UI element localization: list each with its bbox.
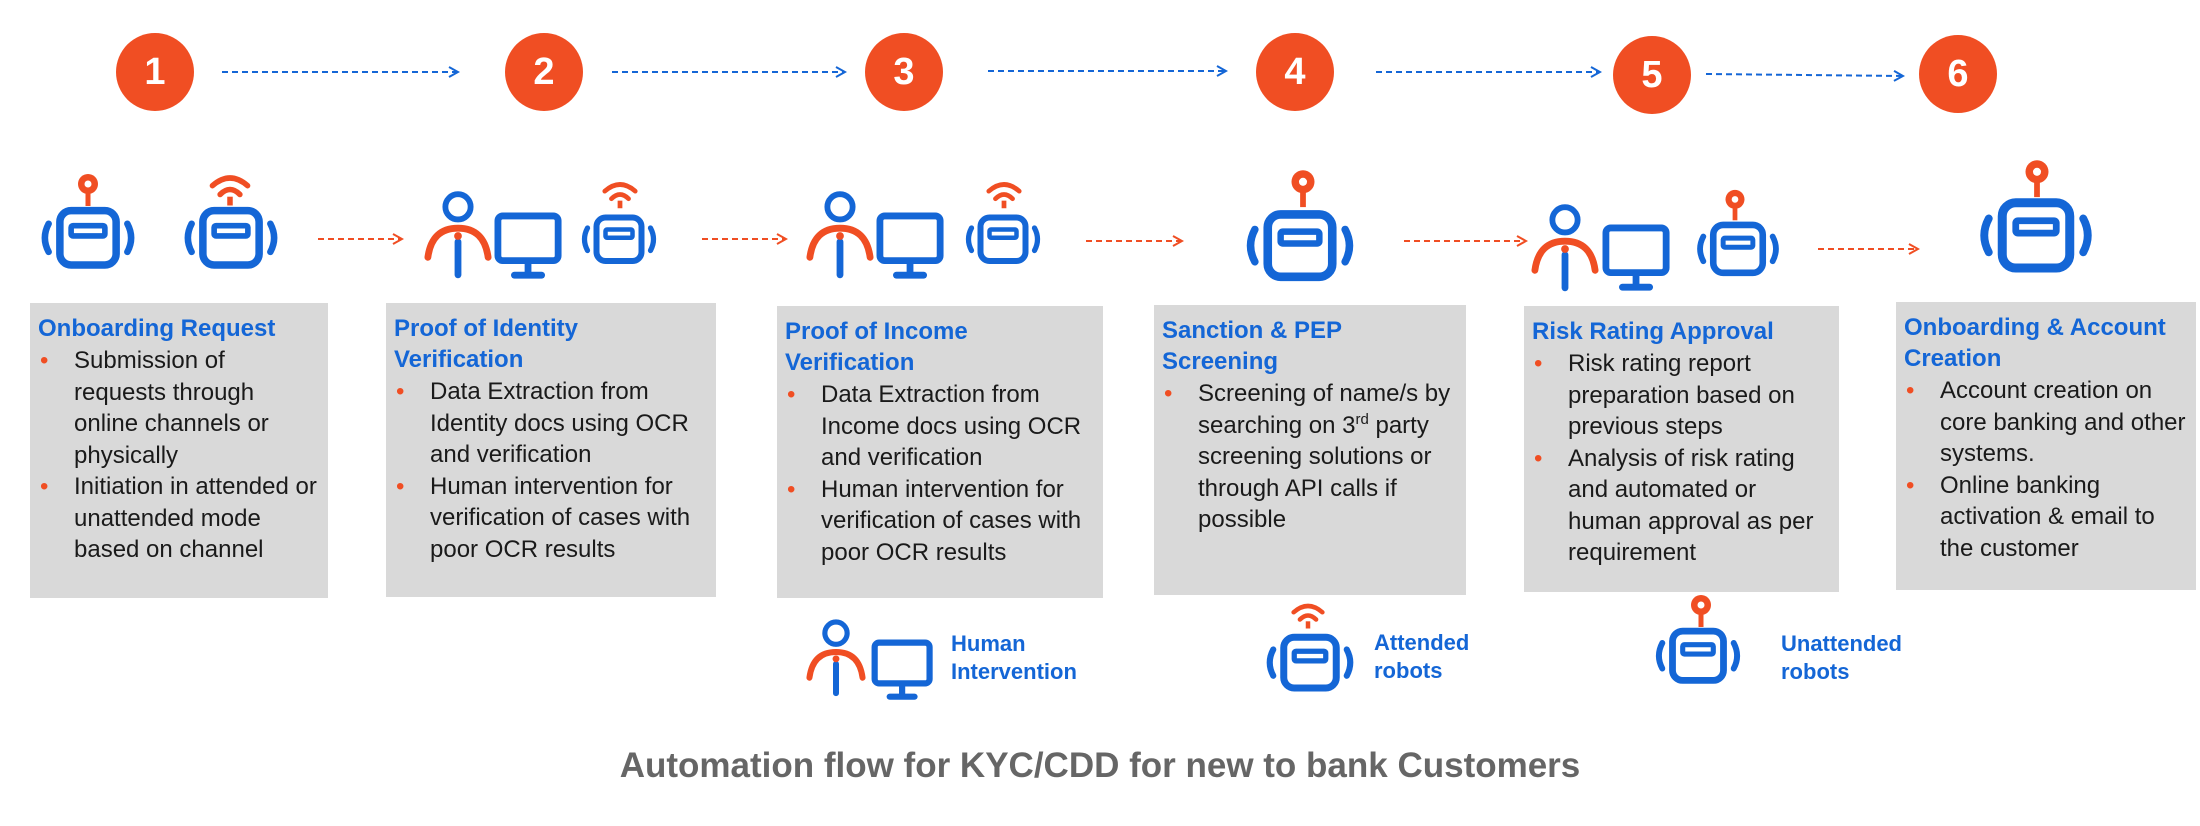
step-title: Proof of Income Verification [785, 318, 968, 376]
legend-unattended-robots: Unattended robots [1781, 630, 1902, 686]
ordinal-superscript: rd [1355, 410, 1369, 428]
step-title: Onboarding Request [38, 315, 276, 342]
monitor-icon [1606, 228, 1666, 287]
unattended-robot-icon [45, 174, 131, 265]
legend-human-intervention: Human Intervention [951, 630, 1077, 686]
bullet-item: Initiation in attended or unattended mod… [38, 471, 320, 566]
step-number-6: 6 [1919, 35, 1997, 113]
step-card-6: Onboarding & Account Creation Account cr… [1896, 302, 2196, 590]
attended-robot-icon [188, 178, 274, 265]
person-icon [810, 194, 870, 275]
unattended-robot-icon [1700, 190, 1776, 273]
unattended-robot-icon [1659, 595, 1737, 680]
bullet-item: Data Extraction from Identity docs using… [394, 376, 708, 471]
human-intervention-icon [809, 622, 929, 697]
bullet-item: Submission of requests through online ch… [38, 345, 320, 471]
bullet-item: Analysis of risk rating and automated or… [1532, 443, 1831, 569]
unattended-robot-icon [1251, 170, 1350, 276]
attended-robot-icon [1270, 606, 1351, 688]
attended-robot-icon [585, 185, 654, 262]
person-icon [428, 194, 488, 275]
bullet-text: party screening solutions or through API… [1198, 411, 1432, 534]
step-title: Sanction & PEP Screening [1162, 317, 1342, 375]
step-bullets: Account creation on core banking and oth… [1904, 375, 2188, 564]
step-bullets: Submission of requests through online ch… [38, 345, 320, 566]
number-arrows [222, 71, 1903, 76]
bullet-item: Risk rating report preparation based on … [1532, 348, 1831, 443]
bullet-item: Human intervention for verification of c… [785, 474, 1095, 569]
bullet-text: Screening of name/s by searching on 3 [1198, 380, 1451, 439]
step-number-3: 3 [865, 33, 943, 111]
diagram-caption: Automation flow for KYC/CDD for new to b… [619, 746, 1581, 785]
legend-label-line: robots [1374, 658, 1443, 683]
step-number-5: 5 [1613, 36, 1691, 114]
legend-label-line: robots [1781, 659, 1850, 684]
bullet-item: Account creation on core banking and oth… [1904, 375, 2188, 470]
step-card-3: Proof of Income Verification Data Extrac… [777, 306, 1103, 598]
legend-label-line: Unattended [1781, 631, 1902, 656]
person-icon [1535, 207, 1595, 288]
unattended-robot-icon [1984, 160, 2088, 268]
bullet-item: Data Extraction from Income docs using O… [785, 379, 1095, 474]
step-card-5: Risk Rating Approval Risk rating report … [1524, 306, 1839, 592]
monitor-icon [498, 216, 558, 275]
step-title: Onboarding & Account Creation [1904, 314, 2166, 372]
monitor-icon [880, 216, 940, 275]
step-card-1: Onboarding Request Submission of request… [30, 303, 328, 598]
legend-label-line: Human [951, 631, 1026, 656]
bullet-item: Screening of name/s by searching on 3rd … [1162, 378, 1458, 536]
step-title: Risk Rating Approval [1532, 318, 1774, 345]
icon-arrows [318, 239, 1918, 249]
attended-robot-icon [969, 185, 1038, 262]
step-title: Proof of Identity Verification [394, 315, 578, 373]
step-card-2: Proof of Identity Verification Data Extr… [386, 303, 716, 597]
step-bullets: Data Extraction from Identity docs using… [394, 376, 708, 565]
step-number-4: 4 [1256, 33, 1334, 111]
step-number-1: 1 [116, 33, 194, 111]
bullet-item: Online banking activation & email to the… [1904, 470, 2188, 565]
step-bullets: Screening of name/s by searching on 3rd … [1162, 378, 1458, 536]
step-number-2: 2 [505, 33, 583, 111]
legend-label-line: Intervention [951, 659, 1077, 684]
step-card-4: Sanction & PEP Screening Screening of na… [1154, 305, 1466, 595]
bullet-item: Human intervention for verification of c… [394, 471, 708, 566]
legend-label-line: Attended [1374, 630, 1470, 655]
step-bullets: Risk rating report preparation based on … [1532, 348, 1831, 569]
legend-attended-robots: Attended robots [1374, 629, 1469, 685]
step-bullets: Data Extraction from Income docs using O… [785, 379, 1095, 568]
